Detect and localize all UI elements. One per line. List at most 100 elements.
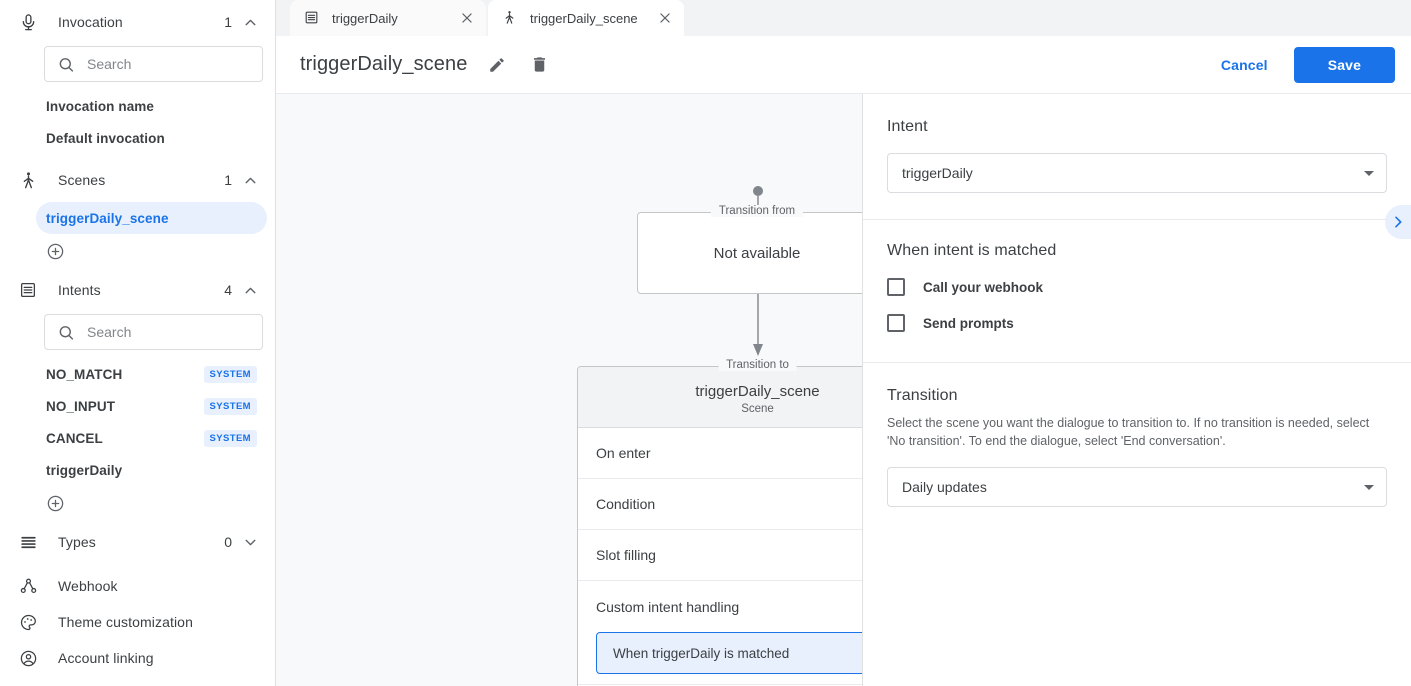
- body-split: Transition from Not available Transition…: [276, 94, 1411, 686]
- sidebar-group-count: 1: [224, 172, 232, 188]
- sidebar-group-scenes[interactable]: Scenes 1: [0, 158, 275, 202]
- sidebar-item-label: triggerDaily_scene: [46, 210, 169, 226]
- sidebar-group-count: 1: [224, 14, 232, 30]
- invocation-search-input[interactable]: [87, 56, 250, 72]
- chevron-right-icon[interactable]: [1385, 205, 1411, 239]
- transition-description: Select the scene you want the dialogue t…: [887, 416, 1370, 449]
- scene-row-slot-filling[interactable]: Slot filling +: [578, 530, 862, 581]
- webhook-icon: [16, 574, 40, 598]
- scene-row-label: Condition: [596, 496, 656, 512]
- scene-row-label: Slot filling: [596, 547, 656, 563]
- microphone-icon: [16, 10, 40, 34]
- intent-section-title: Intent: [887, 118, 928, 135]
- status-badge: SYSTEM: [203, 429, 257, 447]
- intents-search-box[interactable]: [44, 314, 263, 350]
- chevron-down-icon[interactable]: [242, 534, 259, 551]
- details-panel: Intent triggerDaily When intent is match…: [862, 94, 1411, 686]
- sidebar-group-label: Types: [58, 534, 96, 550]
- intent-select-value: triggerDaily: [902, 165, 973, 181]
- sidebar-item-label: Default invocation: [46, 130, 165, 146]
- intents-search-input[interactable]: [87, 324, 250, 340]
- chevron-up-icon[interactable]: [242, 282, 259, 299]
- sidebar-group-invocation[interactable]: Invocation 1: [0, 0, 275, 44]
- tab-label: triggerDaily: [332, 10, 398, 26]
- backend-services-icon: [16, 682, 40, 686]
- left-sidebar: Invocation 1 Invocation name Default inv…: [0, 0, 276, 686]
- scene-branch-icon: [502, 10, 518, 26]
- scene-row-label: Custom intent handling: [596, 598, 740, 615]
- checkbox-call-your-webhook[interactable]: Call your webhook: [887, 278, 1387, 296]
- sidebar-item-triggerdaily[interactable]: triggerDaily: [36, 454, 267, 486]
- sidebar-item-label: NO_INPUT: [46, 398, 116, 414]
- search-icon: [59, 57, 74, 72]
- invocation-search-box[interactable]: [44, 46, 263, 82]
- sidebar-item-triggerdaily-scene[interactable]: triggerDaily_scene: [36, 202, 267, 234]
- close-icon[interactable]: [458, 9, 476, 27]
- scene-node-legend: Transition to: [718, 359, 797, 371]
- chevron-up-icon[interactable]: [242, 14, 259, 31]
- page-title: triggerDaily_scene: [300, 53, 468, 75]
- transition-from-text: Not available: [713, 244, 801, 262]
- palette-icon: [16, 610, 40, 634]
- sidebar-item-invocation-name[interactable]: Invocation name: [36, 90, 267, 122]
- add-intent-button[interactable]: [0, 486, 275, 520]
- plus-circle-icon: [47, 495, 64, 511]
- intent-handler-chip[interactable]: When triggerDaily is matched: [596, 632, 862, 674]
- plus-circle-icon: [47, 243, 64, 259]
- trash-icon[interactable]: [527, 53, 551, 77]
- intents-list-icon: [304, 10, 320, 26]
- sidebar-item-webhook[interactable]: Webhook: [0, 568, 275, 604]
- sidebar-group-count: 0: [224, 534, 232, 550]
- sidebar-item-default-invocation[interactable]: Default invocation: [36, 122, 267, 154]
- scene-node: Transition to triggerDaily_scene Scene O…: [577, 359, 862, 686]
- transition-select[interactable]: Daily updates: [887, 467, 1387, 508]
- sidebar-item-theme-customization[interactable]: Theme customization: [0, 604, 275, 640]
- sidebar-group-label: Scenes: [58, 172, 106, 188]
- sidebar-item-no-input[interactable]: NO_INPUT SYSTEM: [36, 390, 267, 422]
- account-circle-icon: [16, 646, 40, 670]
- intent-section: Intent triggerDaily: [863, 94, 1411, 220]
- when-intent-matched-section: When intent is matched Call your webhook…: [863, 220, 1411, 363]
- chevron-up-icon[interactable]: [242, 172, 259, 189]
- checkbox-box[interactable]: [887, 314, 905, 332]
- status-badge: SYSTEM: [203, 365, 257, 383]
- page-header: triggerDaily_scene Cancel Save: [276, 36, 1411, 94]
- sidebar-group-types[interactable]: Types 0: [0, 520, 275, 564]
- when-matched-title: When intent is matched: [887, 242, 1057, 259]
- sidebar-item-backend-services[interactable]: Backend services: [0, 676, 275, 686]
- checkbox-send-prompts[interactable]: Send prompts: [887, 314, 1387, 332]
- scene-row-condition[interactable]: Condition +: [578, 479, 862, 530]
- sidebar-group-label: Invocation: [58, 14, 123, 30]
- intent-select[interactable]: triggerDaily: [887, 153, 1387, 193]
- sidebar-item-cancel[interactable]: CANCEL SYSTEM: [36, 422, 267, 454]
- scene-row-custom-intent-handling[interactable]: Custom intent handling +: [578, 581, 862, 632]
- save-button[interactable]: Save: [1293, 46, 1395, 83]
- scene-graph-canvas[interactable]: Transition from Not available Transition…: [276, 94, 862, 686]
- sidebar-item-account-linking[interactable]: Account linking: [0, 640, 275, 676]
- transition-from-node[interactable]: Transition from Not available: [637, 205, 862, 294]
- search-icon: [59, 325, 74, 340]
- intents-list-icon: [16, 278, 40, 302]
- transition-section-title: Transition: [887, 387, 958, 404]
- edge-source-dot: [753, 186, 763, 196]
- chevron-down-icon: [1364, 484, 1374, 490]
- pencil-icon[interactable]: [485, 53, 509, 77]
- scene-node-header: triggerDaily_scene Scene: [578, 367, 862, 428]
- tab-triggerdaily-scene[interactable]: triggerDaily_scene: [488, 0, 684, 36]
- checkbox-box[interactable]: [887, 278, 905, 296]
- sidebar-item-no-match[interactable]: NO_MATCH SYSTEM: [36, 358, 267, 390]
- scene-row-on-enter[interactable]: On enter +: [578, 428, 862, 479]
- cancel-button[interactable]: Cancel: [1209, 48, 1280, 82]
- sidebar-item-label: NO_MATCH: [46, 366, 123, 382]
- close-icon[interactable]: [656, 9, 674, 27]
- sidebar-group-intents[interactable]: Intents 4: [0, 268, 275, 312]
- scene-row-label: On enter: [596, 445, 651, 461]
- scene-block-custom-intent-handling: Custom intent handling + When triggerDai…: [578, 581, 862, 685]
- types-lines-icon: [16, 530, 40, 554]
- tab-triggerdaily[interactable]: triggerDaily: [290, 0, 486, 36]
- add-scene-button[interactable]: [0, 234, 275, 268]
- main-area: triggerDaily triggerDaily_scene triggerD…: [276, 0, 1411, 686]
- sidebar-item-label: Account linking: [58, 650, 154, 666]
- scene-node-subtitle: Scene: [741, 403, 774, 415]
